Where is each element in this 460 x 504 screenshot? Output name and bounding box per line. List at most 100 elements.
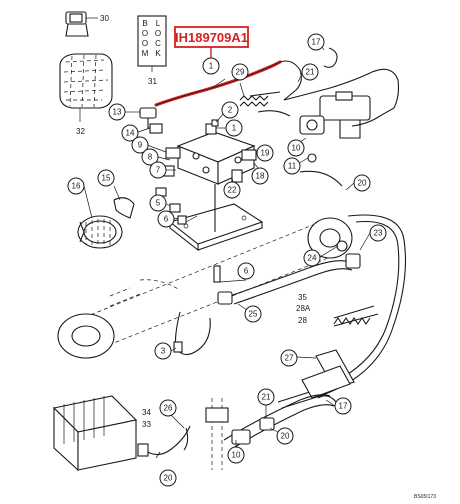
- callout-19[interactable]: 19: [256, 144, 274, 162]
- callout-label: 2: [228, 106, 233, 115]
- callout-label: 14: [126, 129, 135, 138]
- harness-3: [173, 311, 211, 356]
- callout-label: 13: [113, 108, 122, 117]
- callout-3[interactable]: 3: [154, 342, 172, 360]
- callout-16[interactable]: 16: [67, 177, 85, 195]
- callout-label: 29: [236, 68, 245, 77]
- callout-14[interactable]: 14: [121, 124, 139, 142]
- callout-label: 15: [102, 174, 111, 183]
- callout-label: 19: [261, 149, 270, 158]
- callout-label: 9: [138, 141, 143, 150]
- callout-15[interactable]: 15: [97, 169, 115, 187]
- operator-console: [59, 53, 113, 122]
- callout-label: 26: [164, 404, 173, 413]
- callout-label: 18: [256, 172, 265, 181]
- plate-letter-8: K: [155, 49, 161, 58]
- callout-9[interactable]: 9: [131, 136, 149, 154]
- callout-26[interactable]: 26: [159, 399, 177, 417]
- callout-21-lower[interactable]: 21: [257, 388, 275, 406]
- callout-label: 5: [156, 199, 161, 208]
- callout-10-lower[interactable]: 10: [227, 446, 245, 464]
- callout-label: 6: [244, 267, 249, 276]
- callout-label: 3: [161, 347, 166, 356]
- callout-1[interactable]: 1: [225, 119, 243, 137]
- callout-label: 8: [148, 153, 153, 162]
- plate-letter-4: M: [142, 49, 149, 58]
- callout-23[interactable]: 23: [369, 224, 387, 242]
- callout-label: 1: [209, 62, 214, 71]
- label-28A: 28A: [296, 304, 311, 313]
- callout-label: 11: [288, 162, 297, 171]
- manifold-block: [159, 123, 257, 185]
- callout-label: 6: [164, 215, 169, 224]
- callout-17-top[interactable]: 17: [307, 33, 325, 51]
- left-fittings: [139, 107, 163, 134]
- callout-20-bottom[interactable]: 20: [159, 469, 177, 487]
- valve-body-right: [299, 91, 371, 139]
- callout-11[interactable]: 11: [283, 157, 301, 175]
- connector-block: [52, 395, 138, 472]
- callout-label: 27: [285, 354, 294, 363]
- boom-cylinder: [57, 170, 353, 359]
- callout-label: 10: [292, 144, 301, 153]
- callout-7[interactable]: 7: [149, 161, 167, 179]
- callout-17-lower[interactable]: 17: [334, 397, 352, 415]
- plate-letter-6: O: [155, 29, 161, 38]
- callout-label: 21: [262, 393, 271, 402]
- callout-label: 21: [306, 68, 315, 77]
- spring-29: [239, 95, 269, 107]
- lower-bracket: [205, 349, 355, 470]
- callout-label: 7: [156, 166, 161, 175]
- callout-18[interactable]: 18: [251, 167, 269, 185]
- hose-clamp: [77, 215, 123, 249]
- label-35: 35: [298, 293, 307, 302]
- label-32: 32: [76, 127, 85, 136]
- upper-tubes: [249, 60, 400, 127]
- callout-label: 25: [249, 310, 258, 319]
- callout-8[interactable]: 8: [141, 148, 159, 166]
- callout-25[interactable]: 25: [244, 305, 262, 323]
- callout-label: 1: [232, 124, 237, 133]
- callout-label: 23: [374, 229, 383, 238]
- callout-5[interactable]: 5: [149, 194, 167, 212]
- plate-letter-5: L: [156, 19, 161, 28]
- callout-label: 20: [281, 432, 290, 441]
- callout-10[interactable]: 10: [287, 139, 305, 157]
- callout-label: 10: [232, 451, 241, 460]
- part-number-highlight[interactable]: IH189709A1: [174, 26, 249, 58]
- reference-code: BS05I173: [414, 494, 436, 500]
- boom-lock-switch-plate: B O O M L O C K: [137, 15, 167, 72]
- callout-13[interactable]: 13: [108, 103, 126, 121]
- label-31: 31: [148, 77, 157, 86]
- callout-20-lower[interactable]: 20: [276, 427, 294, 445]
- callout-2[interactable]: 2: [221, 101, 239, 119]
- callout-29[interactable]: 29: [231, 63, 249, 81]
- callout-22[interactable]: 22: [223, 181, 241, 199]
- callout-12[interactable]: 1: [202, 57, 220, 75]
- callout-6[interactable]: 6: [157, 210, 175, 228]
- connector-pigtail: [137, 425, 191, 457]
- callout-label: 17: [312, 38, 321, 47]
- mounting-plate: [168, 184, 264, 252]
- label-33: 33: [142, 420, 151, 429]
- plate-letter-3: O: [142, 39, 148, 48]
- callout-4[interactable]: 6: [237, 262, 255, 280]
- plate-letter-2: O: [142, 29, 148, 38]
- label-34: 34: [142, 408, 151, 417]
- callout-label: 20: [164, 474, 173, 483]
- spring-protector: [333, 305, 379, 327]
- callout-label: 17: [339, 402, 348, 411]
- part-number-label: IH189709A1: [175, 30, 248, 45]
- callout-label: 20: [358, 179, 367, 188]
- callout-label: 16: [72, 182, 81, 191]
- callout-24[interactable]: 24: [303, 249, 321, 267]
- callout-label: 22: [228, 186, 237, 195]
- label-30: 30: [100, 14, 109, 23]
- rocker-switch: [65, 11, 98, 37]
- bracket-15: [113, 197, 135, 219]
- callout-20-right[interactable]: 20: [353, 174, 371, 192]
- callout-21[interactable]: 21: [301, 63, 319, 81]
- callout-27[interactable]: 27: [280, 349, 298, 367]
- callout-label: 24: [308, 254, 317, 263]
